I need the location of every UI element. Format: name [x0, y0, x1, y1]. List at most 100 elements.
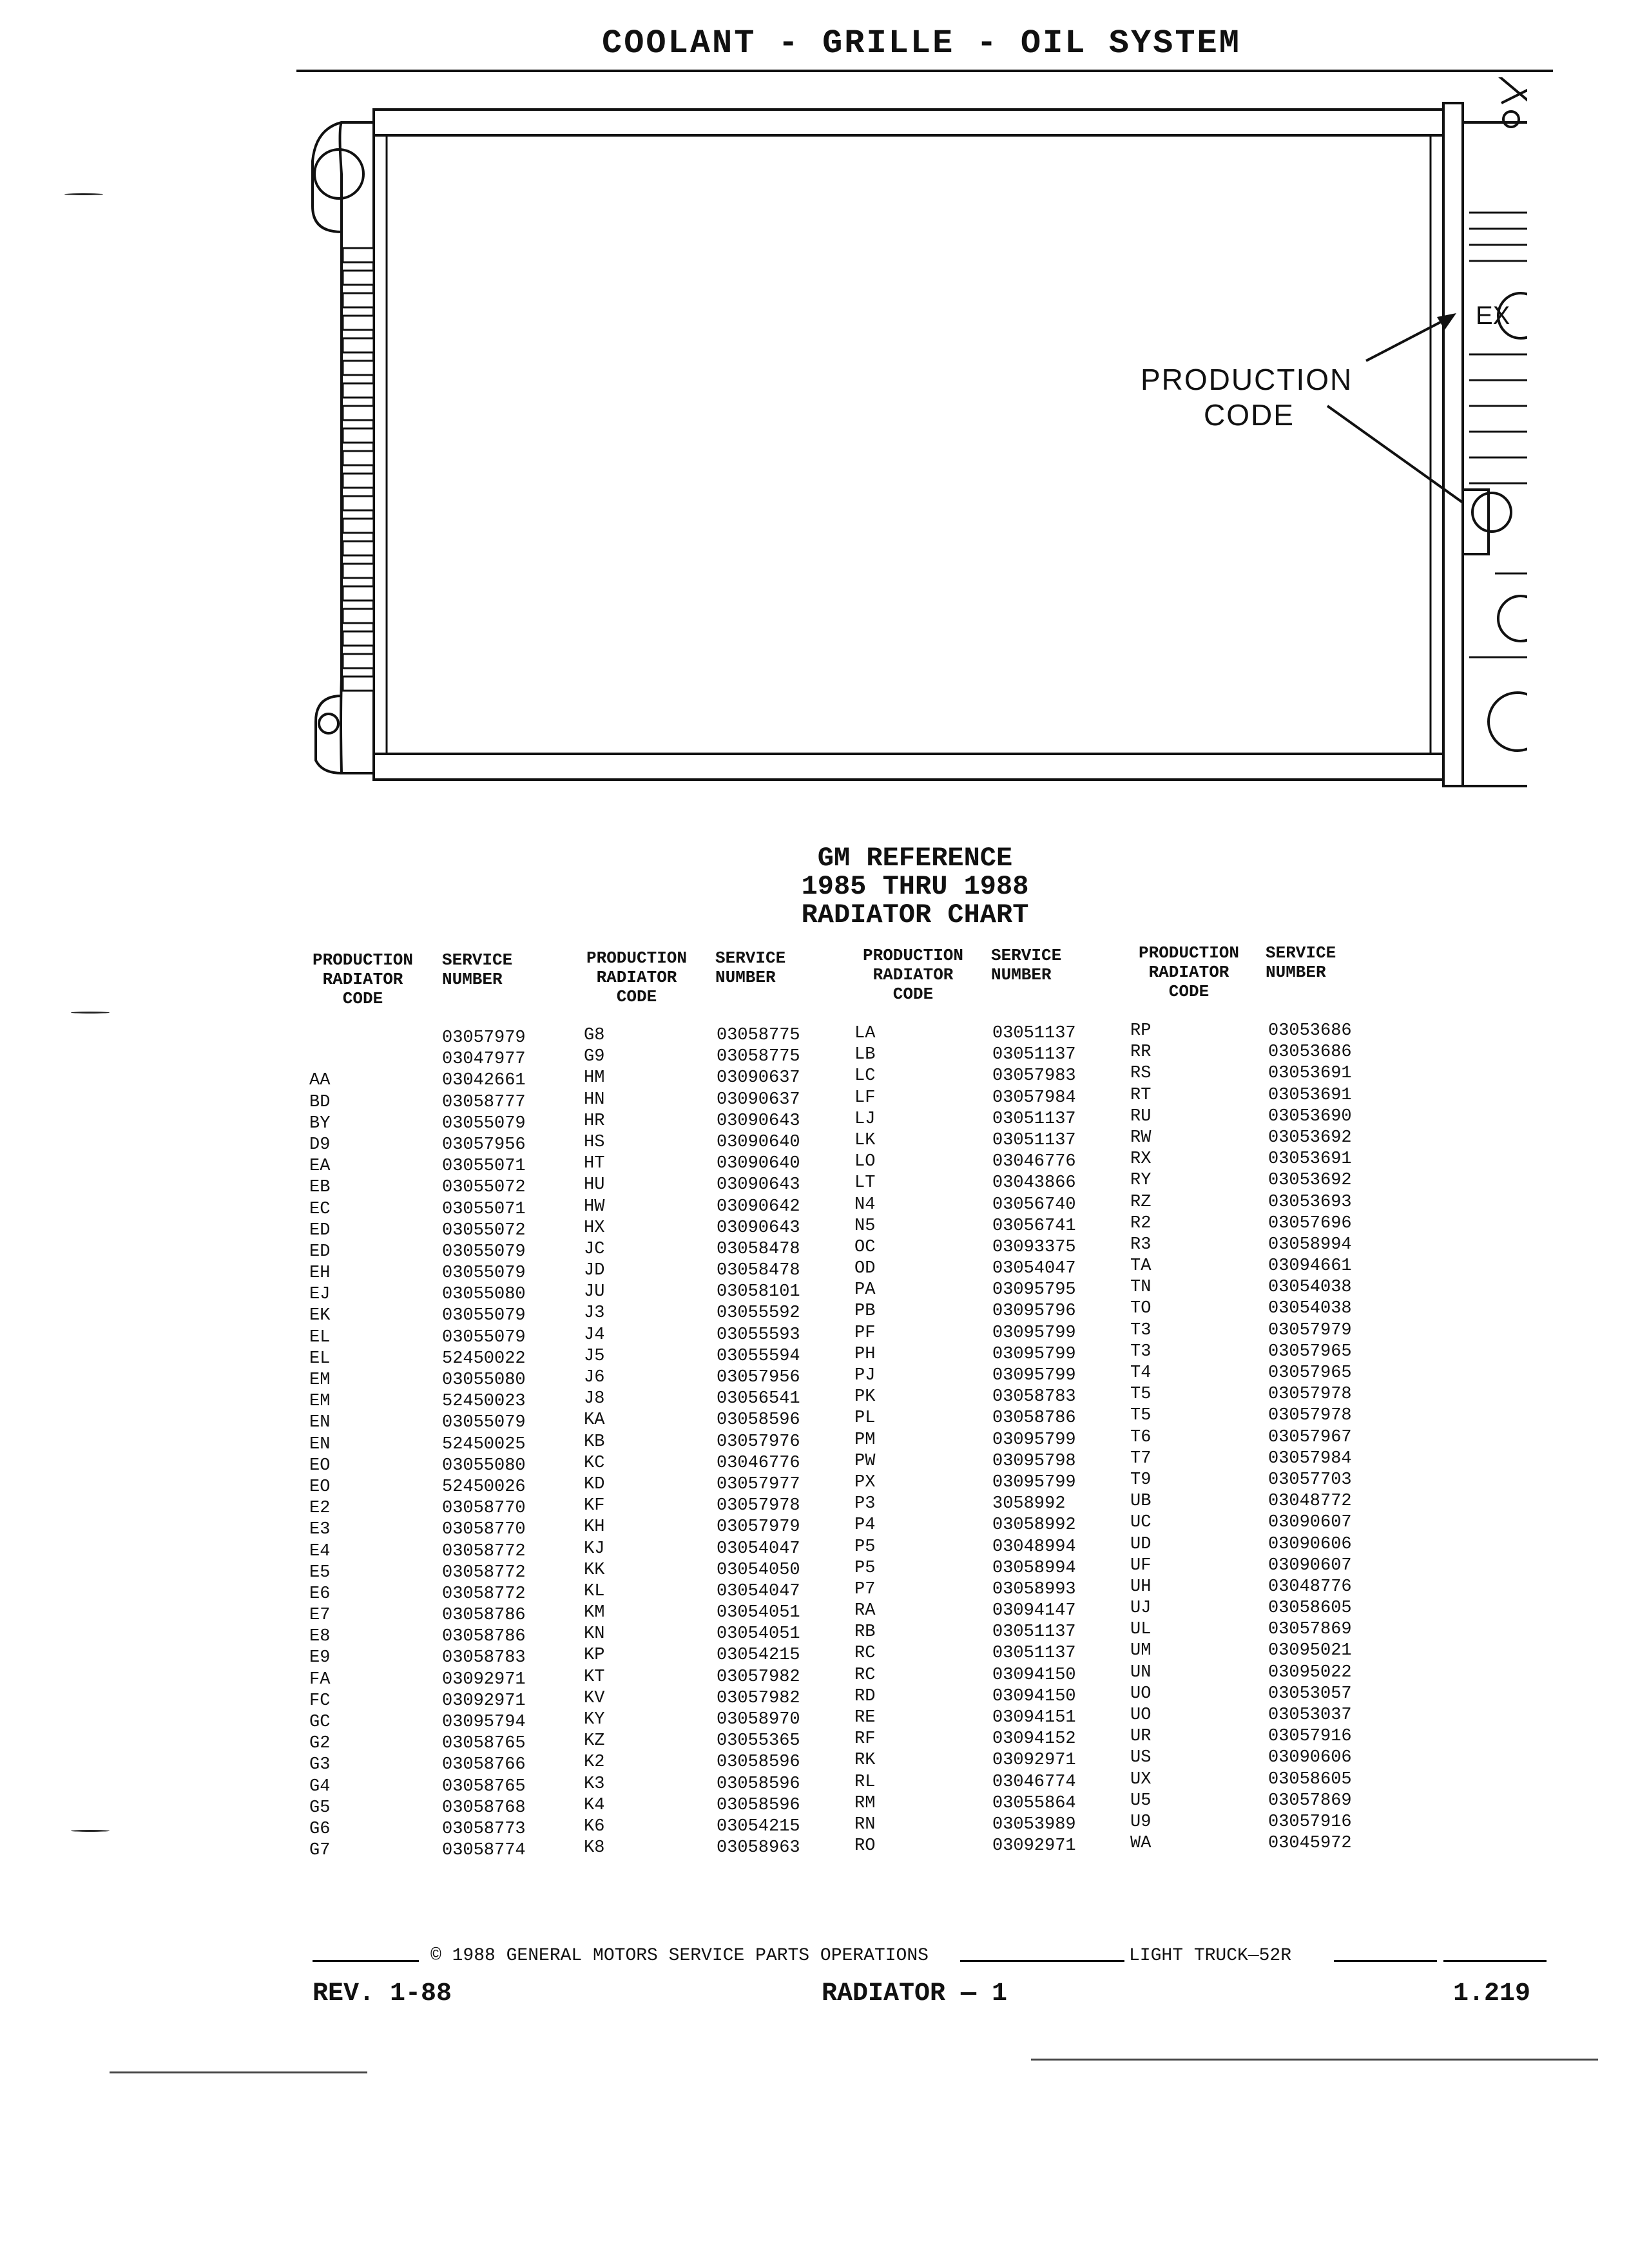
service-number-cell: 3058992	[992, 1494, 1066, 1514]
service-number-cell: 03057982	[717, 1688, 800, 1708]
code-header: PRODUCTION RADIATOR CODE	[586, 948, 688, 1006]
production-code-cell: RX	[1130, 1149, 1152, 1169]
service-number-cell: 03053686	[1268, 1021, 1352, 1041]
production-code-cell: RB	[854, 1622, 876, 1642]
production-code-cell: LF	[854, 1088, 876, 1108]
service-number-cell: 03058770	[442, 1499, 526, 1519]
service-number-cell: 03090637	[717, 1068, 800, 1088]
production-code-cell: E6	[309, 1584, 331, 1604]
service-number-cell: 03057696	[1268, 1213, 1352, 1233]
service-number-cell: 03048772	[1268, 1492, 1352, 1512]
production-code-cell: EM	[309, 1392, 331, 1412]
production-code-cell: T4	[1130, 1363, 1152, 1383]
service-number-cell: 03055365	[717, 1731, 800, 1751]
production-code-cell: RR	[1130, 1043, 1152, 1062]
service-number-cell: 03092971	[992, 1836, 1076, 1856]
service-number-cell: 03042661	[442, 1071, 526, 1091]
production-code-cell: PX	[854, 1472, 876, 1492]
service-number-cell: 03055079	[442, 1327, 526, 1347]
production-code-cell: T6	[1130, 1427, 1152, 1447]
production-code-cell: KY	[584, 1710, 605, 1729]
production-code-cell: HW	[584, 1196, 605, 1216]
callout-label-line1: PRODUCTION	[1141, 363, 1353, 396]
service-number-cell: 03053693	[1268, 1192, 1352, 1212]
service-number-cell: 03055593	[717, 1325, 800, 1345]
service-number-cell: 03054047	[717, 1581, 800, 1601]
service-number-cell: 03058775	[717, 1026, 800, 1045]
production-code-cell: G8	[584, 1026, 605, 1045]
service-number-cell: 03057956	[717, 1368, 800, 1387]
production-code-cell: HR	[584, 1111, 605, 1131]
service-number-cell: 03057916	[1268, 1812, 1352, 1832]
radiator-diagram: EX PRODUCTION CODE	[311, 77, 1527, 787]
production-code-cell: P3	[854, 1494, 876, 1514]
production-code-cell: KC	[584, 1453, 605, 1473]
production-code-cell: KT	[584, 1667, 605, 1687]
production-code-cell: UR	[1130, 1727, 1152, 1747]
callout-arrow-upper	[1365, 318, 1447, 362]
service-number-cell: 03055079	[442, 1113, 526, 1133]
production-code-cell: P7	[854, 1579, 876, 1599]
code-header: PRODUCTION RADIATOR CODE	[862, 946, 964, 1004]
production-code-cell: EA	[309, 1157, 331, 1177]
production-code-cell: UH	[1130, 1577, 1152, 1597]
chart-title-line3: RADIATOR CHART	[801, 899, 1029, 930]
production-code-cell: RT	[1130, 1085, 1152, 1105]
production-code-cell: K8	[584, 1838, 605, 1858]
production-code-cell: G4	[309, 1776, 331, 1796]
service-number-cell: 03090643	[717, 1175, 800, 1195]
scan-line-right	[1031, 2059, 1598, 2061]
ex-port	[1497, 292, 1527, 340]
service-column-4: SERVICE NUMBER	[1266, 943, 1336, 982]
production-code-cell: EN	[309, 1413, 331, 1433]
service-number-cell: 03053989	[992, 1814, 1076, 1834]
scan-line-left	[110, 2071, 367, 2073]
production-code-cell: G5	[309, 1798, 331, 1818]
filler-neck	[1501, 88, 1527, 104]
service-number-cell: 03090606	[1268, 1534, 1352, 1554]
service-number-cell: 03051137	[992, 1045, 1076, 1065]
production-code-cell: HT	[584, 1154, 605, 1174]
production-code-cell: P5	[854, 1537, 876, 1557]
service-number-cell: 03058993	[992, 1579, 1076, 1599]
production-code-cell: UL	[1130, 1620, 1152, 1640]
ex-label: EX	[1476, 302, 1510, 330]
code-column-4: PRODUCTION RADIATOR CODE	[1128, 943, 1250, 1001]
production-code-cell: EO	[309, 1477, 331, 1497]
service-number-cell: 03058772	[442, 1584, 526, 1604]
service-number-cell: 03056741	[992, 1216, 1076, 1236]
production-code-cell: JC	[584, 1239, 605, 1259]
footer-rule-left	[313, 1960, 419, 1962]
service-column-3: SERVICE NUMBER	[991, 946, 1061, 985]
service-number-cell: 03094147	[992, 1601, 1076, 1621]
production-code-cell: PJ	[854, 1366, 876, 1385]
production-code-cell: RF	[854, 1729, 876, 1749]
production-code-cell: RK	[854, 1751, 876, 1771]
production-code-cell: KF	[584, 1496, 605, 1516]
production-code-cell: KA	[584, 1410, 605, 1430]
service-number-cell: 03094150	[992, 1686, 1076, 1706]
production-code-cell: T9	[1130, 1470, 1152, 1490]
service-number-cell: 03058596	[717, 1753, 800, 1773]
service-number-cell: 03058775	[717, 1047, 800, 1067]
production-code-cell: UC	[1130, 1513, 1152, 1533]
production-code-cell: EH	[309, 1264, 331, 1283]
production-code-cell: N4	[854, 1195, 876, 1215]
production-code-cell: UO	[1130, 1706, 1152, 1725]
production-code-cell: US	[1130, 1748, 1152, 1768]
service-number-cell: 03057965	[1268, 1363, 1352, 1383]
production-code-cell: J3	[584, 1303, 605, 1323]
production-code-cell: LB	[854, 1045, 876, 1065]
production-code-cell: G7	[309, 1841, 331, 1861]
production-code-cell: RC	[854, 1665, 876, 1685]
production-code-cell	[309, 1049, 330, 1070]
service-number-cell: 03095799	[992, 1430, 1076, 1450]
service-number-cell: 03046776	[992, 1152, 1076, 1172]
service-number-cell: 03054047	[992, 1259, 1076, 1279]
service-number-cell: 03090643	[717, 1111, 800, 1131]
service-number-cell: 03057979	[717, 1517, 800, 1537]
production-code-cell: T7	[1130, 1448, 1152, 1468]
production-code-cell: GC	[309, 1713, 331, 1732]
production-code-cell: PH	[854, 1344, 876, 1364]
revision-label: REV. 1-88	[313, 1979, 452, 2008]
